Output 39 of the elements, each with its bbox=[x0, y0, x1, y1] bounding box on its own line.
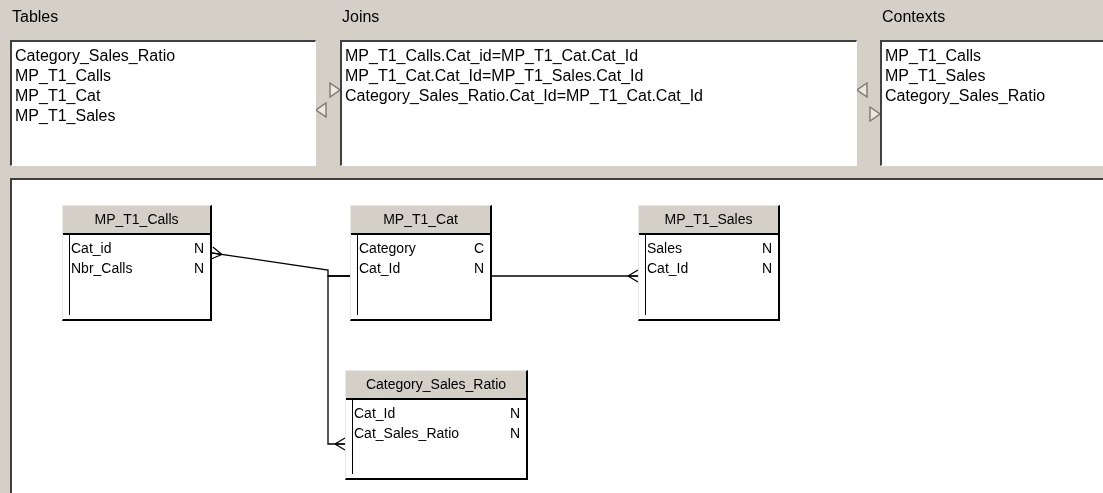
list-item: MP_T1_Calls bbox=[885, 46, 982, 66]
field-name: Cat_Id bbox=[647, 259, 689, 278]
panel-heading: Joins bbox=[342, 8, 380, 26]
field-name: Cat_id bbox=[71, 239, 112, 258]
table-box bbox=[638, 205, 780, 321]
list-item: Category_Sales_Ratio bbox=[15, 46, 176, 66]
field-name: Cat_Id bbox=[354, 404, 396, 423]
field-type: N bbox=[193, 239, 204, 258]
field-name: Nbr_Calls bbox=[71, 259, 133, 278]
panel-heading: Tables bbox=[12, 8, 59, 26]
table-box bbox=[62, 205, 212, 321]
list-item: MP_T1_Sales bbox=[885, 66, 986, 86]
list-item: MP_T1_Calls.Cat_id=MP_T1_Cat.Cat_Id bbox=[345, 46, 639, 66]
table-name: MP_T1_Sales bbox=[664, 210, 753, 229]
table-box bbox=[350, 205, 492, 321]
field-type: N bbox=[761, 259, 772, 278]
field-type: N bbox=[509, 424, 520, 443]
list-item: MP_T1_Cat bbox=[15, 86, 101, 106]
field-name: Sales bbox=[647, 239, 683, 258]
list-item: MP_T1_Sales bbox=[15, 106, 116, 126]
table-name: MP_T1_Calls bbox=[94, 210, 179, 229]
relationship-line bbox=[491, 269, 639, 283]
field-name: Cat_Id bbox=[359, 259, 401, 278]
field-type: N bbox=[193, 259, 204, 278]
table-name: MP_T1_Cat bbox=[383, 210, 458, 229]
list-item: Category_Sales_Ratio.Cat_Id=MP_T1_Cat.Cat_Id bbox=[345, 86, 703, 106]
field-type: N bbox=[761, 239, 772, 258]
field-name: Cat_Sales_Ratio bbox=[354, 424, 460, 443]
panel-heading: Contexts bbox=[882, 8, 946, 26]
relationship-line bbox=[327, 275, 351, 451]
list-item: MP_T1_Cat.Cat_Id=MP_T1_Sales.Cat_Id bbox=[345, 66, 644, 86]
field-type: C bbox=[473, 239, 484, 258]
field-name: Category bbox=[359, 239, 416, 258]
list-item: MP_T1_Calls bbox=[15, 66, 112, 86]
field-type: N bbox=[509, 404, 520, 423]
table-name: Category_Sales_Ratio bbox=[365, 375, 507, 394]
table-box bbox=[345, 370, 528, 480]
field-type: N bbox=[473, 259, 484, 278]
list-item: Category_Sales_Ratio bbox=[885, 86, 1046, 106]
